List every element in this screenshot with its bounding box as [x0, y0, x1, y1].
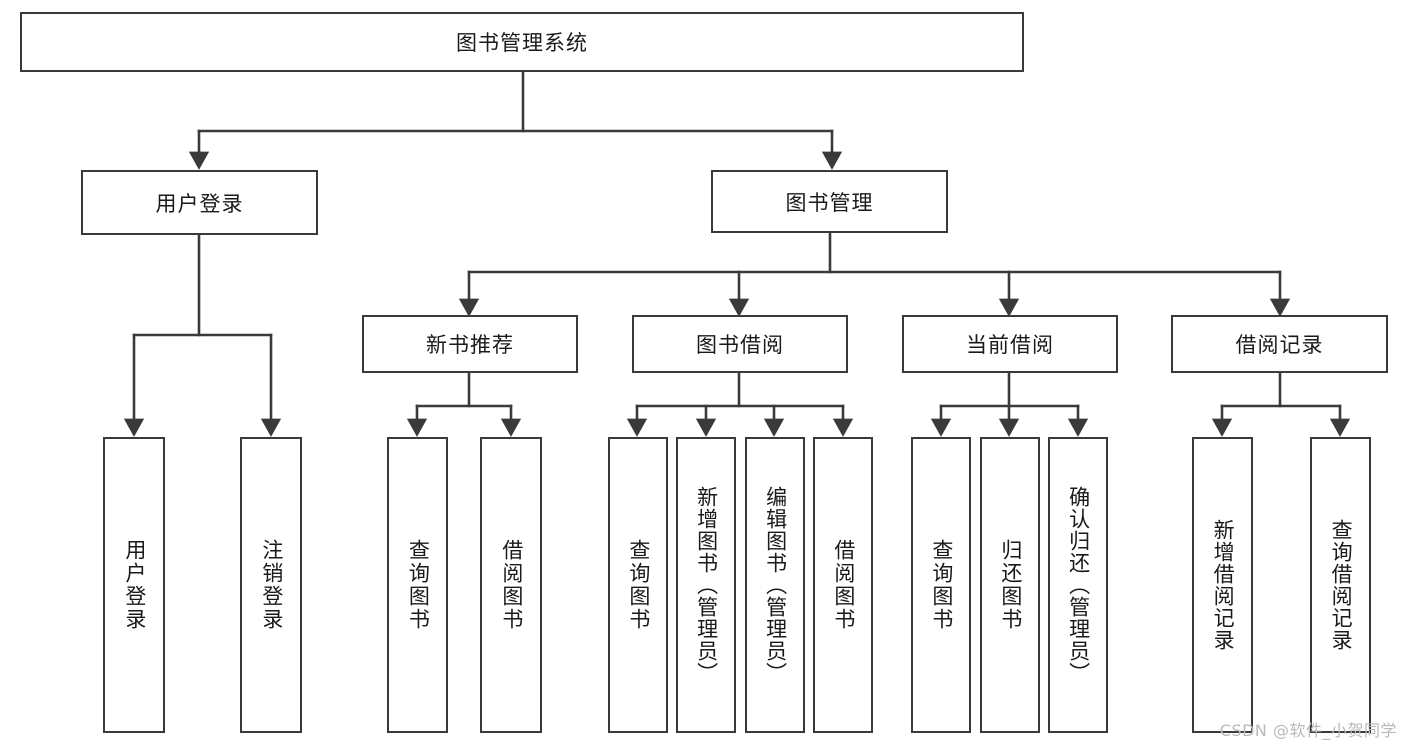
node-user-login[interactable]: 用户登录: [81, 170, 318, 235]
node-label: 借阅记录: [1235, 333, 1324, 357]
leaf-logout[interactable]: 注销登录: [240, 437, 302, 733]
node-label: 用户登录: [155, 191, 244, 216]
leaf-add-record[interactable]: 新增借阅记录: [1192, 437, 1253, 733]
leaf-query-book-1[interactable]: 查询图书: [387, 437, 448, 733]
node-label: 图书借阅: [696, 333, 784, 357]
leaf-query-book-2[interactable]: 查询图书: [608, 437, 668, 733]
node-label: 借阅图书: [831, 539, 856, 631]
leaf-user-login[interactable]: 用户登录: [103, 437, 165, 733]
node-label: 查询图书: [626, 539, 651, 631]
node-label: 新书推荐: [426, 333, 514, 357]
node-book-manage[interactable]: 图书管理: [711, 170, 948, 233]
node-book-borrow[interactable]: 图书借阅: [632, 315, 848, 373]
watermark-text: CSDN @软件_小贺同学: [1219, 721, 1397, 740]
leaf-query-record[interactable]: 查询借阅记录: [1310, 437, 1371, 733]
leaf-add-book[interactable]: 新增图书（管理员）: [676, 437, 736, 733]
node-label: 确认归还（管理员）: [1066, 486, 1091, 684]
node-label: 注销登录: [259, 539, 284, 631]
node-new-book-recommend[interactable]: 新书推荐: [362, 315, 578, 373]
node-label: 查询图书: [406, 539, 431, 631]
leaf-confirm-return[interactable]: 确认归还（管理员）: [1048, 437, 1108, 733]
node-label: 编辑图书（管理员）: [763, 486, 788, 684]
node-borrow-record[interactable]: 借阅记录: [1171, 315, 1388, 373]
node-label: 查询图书: [929, 539, 954, 631]
leaf-borrow-book-2[interactable]: 借阅图书: [813, 437, 873, 733]
leaf-borrow-book-1[interactable]: 借阅图书: [480, 437, 542, 733]
node-label: 新增借阅记录: [1211, 519, 1236, 651]
node-label: 图书管理: [785, 190, 874, 215]
leaf-query-book-3[interactable]: 查询图书: [911, 437, 971, 733]
node-label: 借阅图书: [499, 539, 524, 631]
node-label: 图书管理系统: [456, 31, 588, 55]
leaf-return-book[interactable]: 归还图书: [980, 437, 1040, 733]
node-label: 当前借阅: [966, 333, 1054, 357]
leaf-edit-book[interactable]: 编辑图书（管理员）: [745, 437, 805, 733]
node-label: 归还图书: [998, 539, 1023, 631]
node-label: 新增图书（管理员）: [694, 486, 719, 684]
node-label: 用户登录: [122, 539, 147, 631]
node-root-system[interactable]: 图书管理系统: [20, 12, 1024, 72]
node-label: 查询借阅记录: [1329, 519, 1354, 651]
node-current-borrow[interactable]: 当前借阅: [902, 315, 1118, 373]
